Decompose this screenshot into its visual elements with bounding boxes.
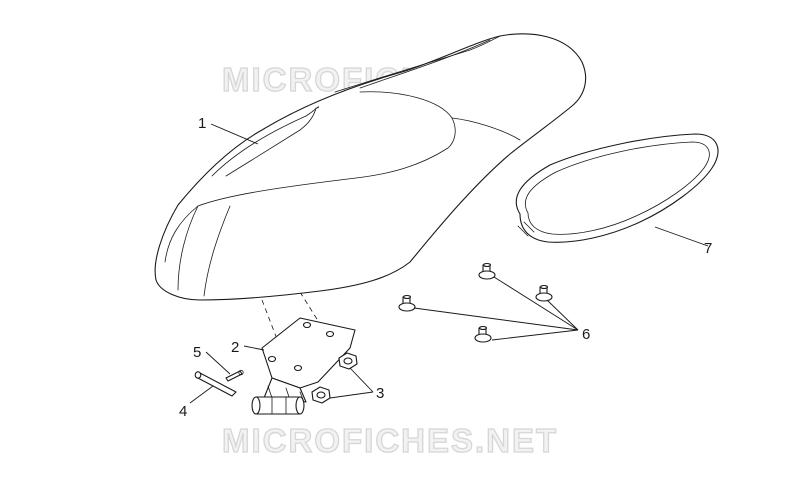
nut-upper[interactable] <box>338 352 358 370</box>
callout-1: 1 <box>198 115 206 132</box>
callout-3: 3 <box>376 385 384 402</box>
callout-4: 4 <box>179 403 187 420</box>
rubber-buffer-4[interactable] <box>474 325 492 343</box>
watermark-bottom: MICROFICHES.NET <box>222 422 558 459</box>
hinge-barrel[interactable] <box>251 396 305 415</box>
callout-7: 7 <box>704 240 712 257</box>
rubber-buffer-3[interactable] <box>398 294 416 312</box>
seal-gasket[interactable] <box>515 133 719 243</box>
split-pin[interactable] <box>225 369 244 382</box>
callout-2: 2 <box>231 339 239 356</box>
callout-6: 6 <box>582 326 590 343</box>
seat[interactable] <box>154 33 587 301</box>
callout-5: 5 <box>193 344 201 361</box>
rubber-buffer-2[interactable] <box>535 284 553 302</box>
leader-lines <box>189 123 709 404</box>
nut-lower[interactable] <box>311 386 331 404</box>
pin[interactable] <box>194 371 237 397</box>
hinge-bracket[interactable] <box>261 317 356 403</box>
rubber-buffer-1[interactable] <box>478 262 496 280</box>
